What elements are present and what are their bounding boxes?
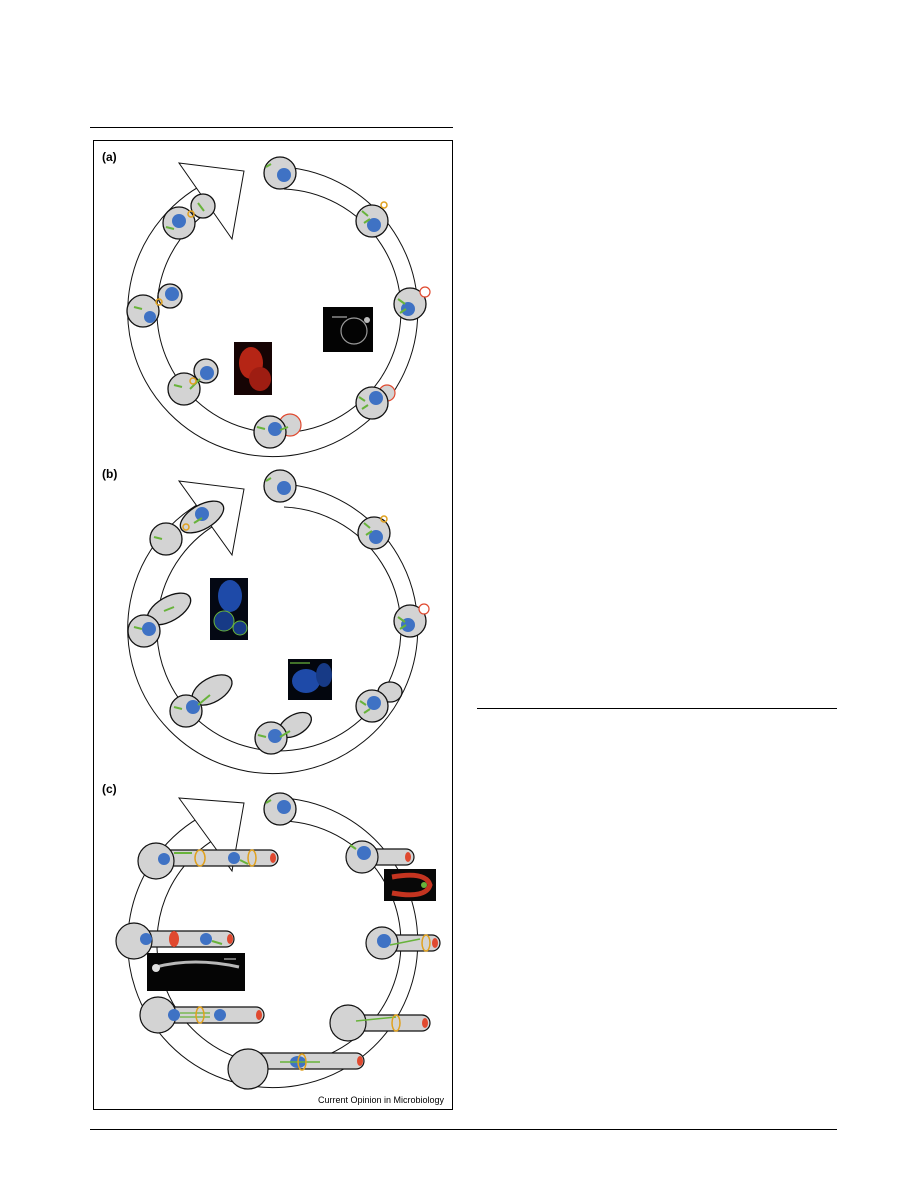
panel-c: (c) — [102, 782, 445, 1105]
cell-icon — [137, 842, 279, 880]
cell-icon — [263, 469, 297, 503]
cell-icon — [365, 926, 441, 960]
micrograph-icon — [323, 307, 373, 352]
cell-icon — [127, 592, 192, 648]
cell-icon — [263, 792, 297, 826]
panel-c-label: (c) — [102, 782, 117, 796]
cell-icon — [227, 1048, 365, 1090]
cell-icon — [393, 286, 431, 321]
panel-b-label: (b) — [102, 467, 117, 481]
micrograph-icon — [147, 953, 245, 991]
cell-icon — [393, 603, 430, 638]
top-rule — [90, 127, 453, 128]
cell-icon — [169, 674, 233, 728]
cell-icon — [254, 711, 313, 755]
cell-icon — [167, 358, 219, 406]
panel-b: (b) — [102, 467, 430, 774]
figure-credit: Current Opinion in Microbiology — [318, 1095, 445, 1105]
cell-icon — [162, 193, 216, 240]
cell-icon — [115, 922, 235, 960]
cell-icon — [329, 1004, 431, 1042]
micrograph-icon — [234, 342, 272, 395]
micrograph-icon — [210, 578, 248, 640]
cell-icon — [139, 996, 265, 1034]
cell-icon — [253, 413, 302, 449]
cell-icon — [149, 500, 225, 556]
cell-icon — [345, 840, 415, 874]
cell-icon — [126, 283, 183, 328]
panel-a-label: (a) — [102, 150, 117, 164]
figure-frame: (a) — [93, 140, 453, 1110]
figure-diagram: (a) — [102, 150, 445, 1105]
mid-right-rule — [477, 708, 837, 709]
bottom-rule — [90, 1129, 837, 1130]
micrograph-icon — [384, 869, 436, 901]
cell-icon — [355, 681, 403, 723]
cycle-ring-a — [127, 166, 419, 457]
cell-icon — [263, 156, 297, 190]
cell-icon — [355, 201, 389, 238]
cell-icon — [355, 384, 396, 420]
cell-icon — [357, 515, 391, 550]
panel-a: (a) — [102, 150, 431, 457]
micrograph-icon — [288, 659, 332, 700]
